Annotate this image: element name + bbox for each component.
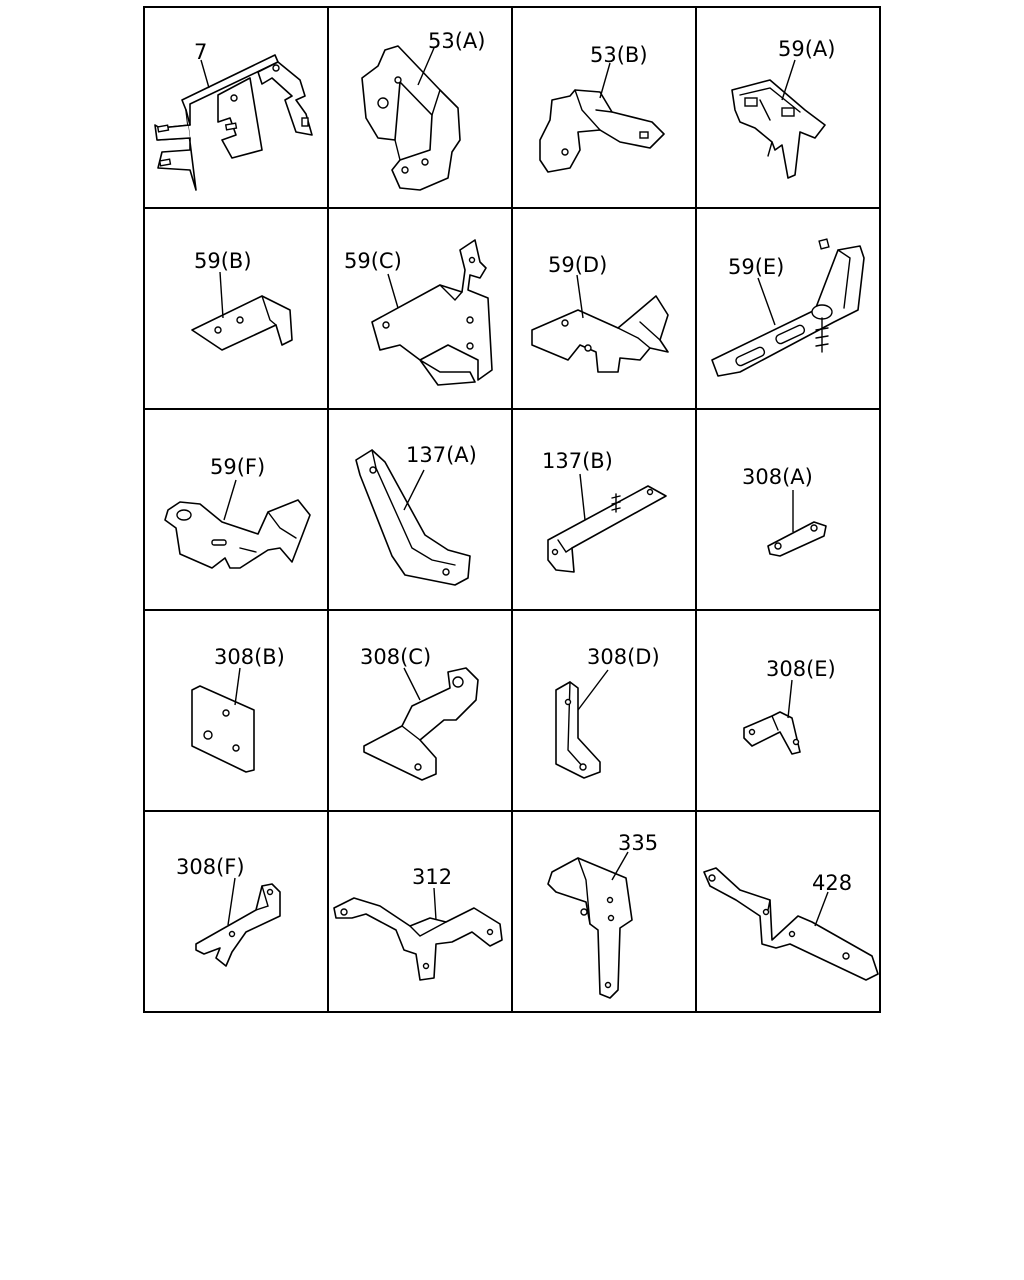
- part-308f-drawing: [195, 883, 281, 967]
- callout-53b: 53(B): [590, 43, 648, 67]
- callout-59c: 59(C): [344, 249, 402, 273]
- part-59f-drawing: [164, 499, 311, 569]
- part-53a-drawing: [361, 45, 461, 191]
- part-cell-53b: 53(B): [539, 43, 665, 173]
- part-cell-59d: 59(D): [531, 253, 669, 373]
- part-cell-312: 312: [333, 865, 503, 981]
- leader-53a: [417, 47, 435, 86]
- callout-7: 7: [194, 40, 207, 64]
- part-cell-308d: 308(D): [555, 645, 660, 779]
- leader-137a: [403, 469, 425, 511]
- part-428-drawing: [703, 867, 879, 981]
- part-59b-drawing: [191, 295, 293, 351]
- leader-59c: [387, 273, 399, 309]
- part-59e-drawing: [711, 238, 865, 377]
- part-cell-7: 7: [154, 40, 313, 191]
- leader-312: [433, 887, 437, 921]
- callout-308f: 308(F): [176, 855, 245, 879]
- callout-137b: 137(B): [542, 449, 613, 473]
- part-cell-308e: 308(E): [743, 657, 836, 755]
- part-59a-drawing: [731, 79, 826, 179]
- leader-59f: [223, 479, 237, 521]
- leader-308d: [577, 669, 609, 711]
- callout-308d: 308(D): [587, 645, 660, 669]
- callout-308e: 308(E): [766, 657, 836, 681]
- part-137b-drawing: [547, 485, 667, 573]
- part-308c-drawing: [363, 667, 479, 781]
- callout-53a: 53(A): [428, 29, 485, 53]
- grid: [143, 6, 881, 1013]
- callout-59a: 59(A): [778, 37, 835, 61]
- callout-59f: 59(F): [210, 455, 265, 479]
- part-335-drawing: [547, 857, 633, 999]
- callout-308b: 308(B): [214, 645, 285, 669]
- leader-53b: [599, 62, 611, 99]
- leader-59a: [781, 59, 796, 101]
- part-cell-59a: 59(A): [731, 37, 835, 179]
- leader-59b: [219, 271, 224, 319]
- part-308a-drawing: [767, 521, 827, 557]
- callout-428: 428: [812, 871, 852, 895]
- part-cell-308f: 308(F): [176, 855, 281, 967]
- leader-59e: [757, 277, 776, 326]
- part-cell-308c: 308(C): [360, 645, 479, 781]
- leader-308f: [227, 877, 236, 926]
- leader-308c: [403, 667, 421, 701]
- part-7-drawing: [154, 54, 313, 191]
- part-cell-59e: 59(E): [711, 238, 865, 377]
- part-59c-drawing: [371, 239, 493, 386]
- part-cell-53a: 53(A): [361, 29, 485, 191]
- leader-428: [814, 891, 829, 927]
- part-cell-308b: 308(B): [191, 645, 285, 773]
- callout-312: 312: [412, 865, 452, 889]
- leader-59d: [576, 274, 584, 319]
- leader-308b: [234, 667, 241, 706]
- part-cell-335: 335: [547, 831, 658, 999]
- part-cell-59c: 59(C): [344, 239, 493, 386]
- callout-308c: 308(C): [360, 645, 431, 669]
- callout-335: 335: [618, 831, 658, 855]
- part-308b-drawing: [191, 685, 255, 773]
- part-53b-drawing: [539, 89, 665, 173]
- part-cell-59f: 59(F): [164, 455, 311, 569]
- part-cell-308a: 308(A): [742, 465, 827, 557]
- callout-59d: 59(D): [548, 253, 607, 277]
- leader-335: [611, 851, 629, 881]
- part-137a-drawing: [355, 449, 471, 586]
- part-59d-drawing: [531, 295, 669, 373]
- leader-137b: [579, 473, 586, 521]
- callout-137a: 137(A): [406, 443, 477, 467]
- part-308d-drawing: [555, 681, 601, 779]
- part-cell-428: 428: [703, 867, 879, 981]
- part-cell-137a: 137(A): [355, 443, 477, 586]
- callout-308a: 308(A): [742, 465, 813, 489]
- part-308e-drawing: [743, 711, 801, 755]
- leader-308e: [787, 679, 793, 719]
- part-cell-59b: 59(B): [191, 249, 293, 351]
- leader-7: [200, 59, 210, 89]
- part-cell-137b: 137(B): [542, 449, 667, 573]
- part-312-drawing: [333, 897, 503, 981]
- callout-59e: 59(E): [728, 255, 784, 279]
- callout-59b: 59(B): [194, 249, 252, 273]
